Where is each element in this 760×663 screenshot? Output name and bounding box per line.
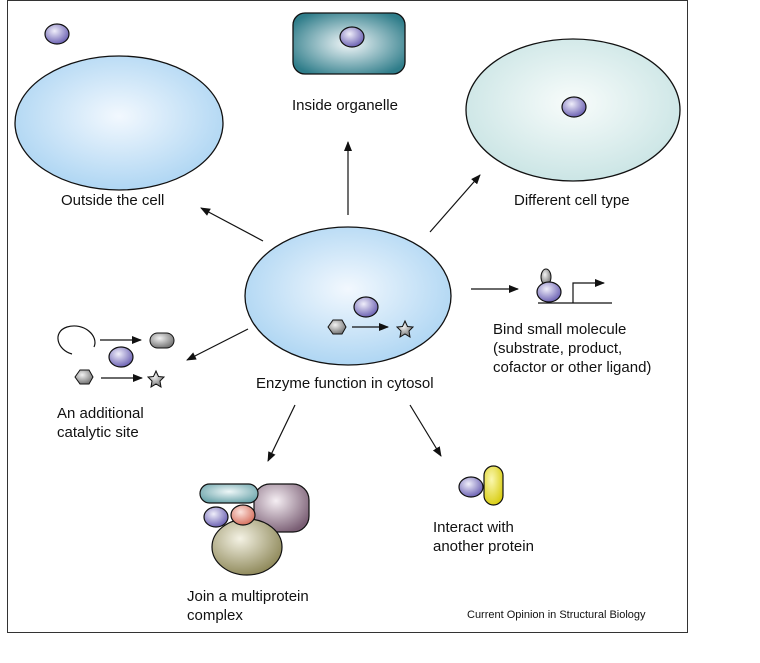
label-multiprotein: Join a multiprotein complex bbox=[187, 587, 309, 625]
label-line: Join a multiprotein bbox=[187, 588, 309, 605]
arrow-to-interact-protein bbox=[409, 404, 442, 457]
outside-cell bbox=[14, 55, 224, 191]
complex-olive-protein bbox=[211, 518, 283, 576]
label-line: catalytic site bbox=[57, 424, 139, 441]
enzyme-cytosol bbox=[353, 296, 379, 318]
label-line: cofactor or other ligand) bbox=[493, 359, 652, 376]
enzyme-outside bbox=[44, 23, 70, 45]
complex-mauve-protein bbox=[253, 483, 310, 533]
arrow-to-different-cell bbox=[429, 174, 481, 233]
complex-enzyme bbox=[203, 506, 229, 528]
label-different-cell-type: Different cell type bbox=[514, 192, 630, 209]
promoter-arrow-icon bbox=[572, 279, 605, 303]
star-product-icon bbox=[395, 319, 415, 338]
label-interact-protein: Interact with another protein bbox=[433, 518, 534, 556]
partner-yellow-protein bbox=[483, 465, 504, 506]
pill-product-icon bbox=[149, 332, 175, 349]
label-outside-cell: Outside the cell bbox=[61, 192, 165, 209]
label-line: Bind small molecule bbox=[493, 321, 627, 338]
journal-credit: Current Opinion in Structural Biology bbox=[467, 609, 646, 621]
enzyme-additional-site bbox=[108, 346, 134, 368]
label-line: (substrate, product, bbox=[493, 340, 623, 357]
arrow-to-multiprotein bbox=[267, 404, 296, 462]
arrow-to-outside bbox=[200, 207, 264, 242]
label-line: Interact with bbox=[433, 519, 514, 536]
label-bind-small-molecule: Bind small molecule (substrate, product,… bbox=[493, 320, 651, 377]
enzyme-interacting bbox=[458, 476, 484, 498]
label-line: another protein bbox=[433, 538, 534, 555]
arrow-to-additional-site bbox=[186, 328, 249, 361]
enzyme-bound bbox=[536, 281, 562, 303]
star-product2-icon bbox=[146, 369, 166, 388]
curl-substrate-icon bbox=[57, 325, 96, 355]
cytosol-cell bbox=[244, 226, 452, 366]
label-inside-organelle: Inside organelle bbox=[292, 97, 398, 114]
hexagon-substrate2-icon bbox=[74, 369, 94, 385]
label-line: complex bbox=[187, 607, 243, 624]
label-additional-site: An additional catalytic site bbox=[57, 404, 144, 442]
hexagon-substrate-icon bbox=[327, 319, 347, 335]
complex-pink-protein bbox=[230, 504, 256, 526]
enzyme-different-cell bbox=[561, 96, 587, 118]
label-cytosol: Enzyme function in cytosol bbox=[256, 375, 434, 392]
enzyme-organelle bbox=[339, 26, 365, 48]
label-line: An additional bbox=[57, 405, 144, 422]
complex-teal-protein bbox=[199, 483, 259, 504]
